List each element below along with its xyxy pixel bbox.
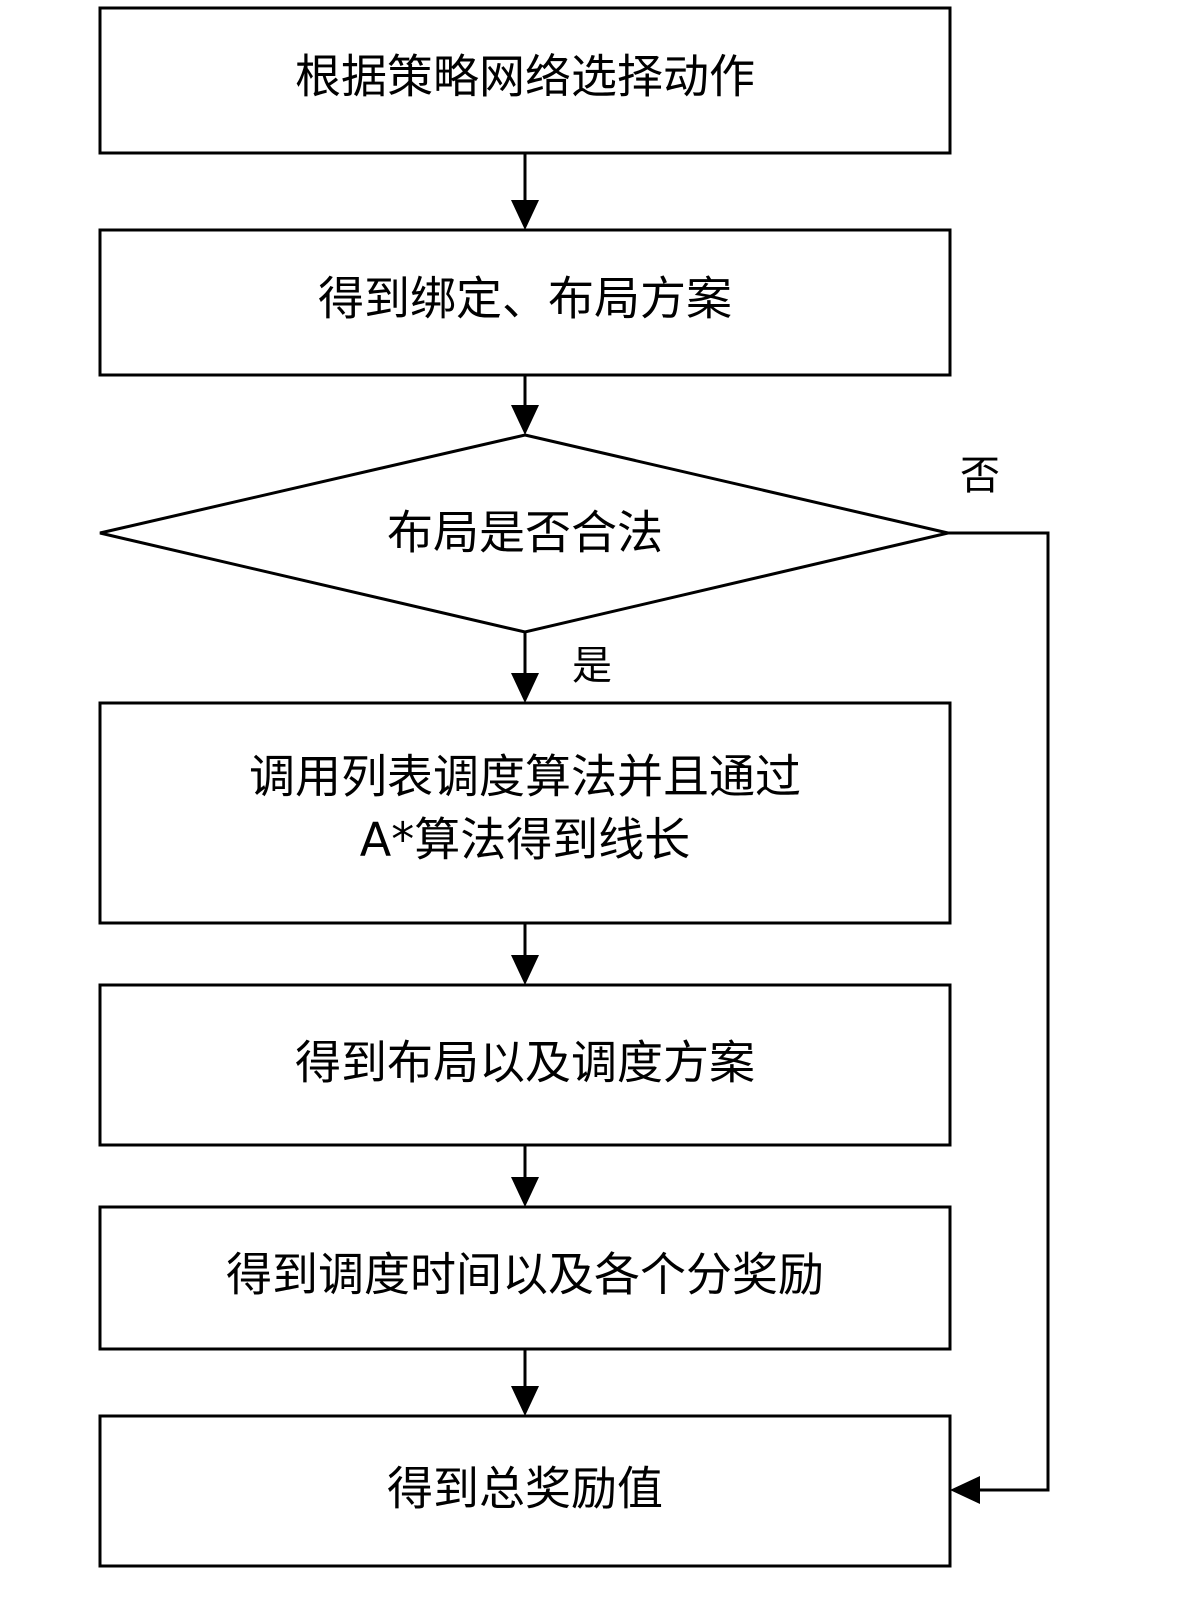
node-binding-layout-text: 得到绑定、布局方案: [318, 272, 732, 326]
node-select-action-text: 根据策略网络选择动作: [295, 50, 755, 104]
arrow-head: [511, 1386, 539, 1416]
edge-no: [948, 531, 1050, 1492]
edge-no-label: 否: [960, 453, 1000, 499]
node-schedule-line2: A*算法得到线长: [360, 813, 690, 867]
arrow-head: [511, 955, 539, 985]
node-layout-schedule-plan: [98, 983, 952, 1147]
node-select-action: [98, 6, 952, 155]
node-total-reward-text: 得到总奖励值: [387, 1462, 663, 1516]
arrow-head: [511, 405, 539, 435]
node-binding-layout: [98, 228, 952, 377]
arrow-head: [511, 673, 539, 703]
arrow-head: [511, 1177, 539, 1207]
node-layout-legal-text: 布局是否合法: [387, 506, 663, 560]
node-layout-schedule-plan-text: 得到布局以及调度方案: [295, 1036, 755, 1090]
node-time-rewards: [98, 1205, 952, 1351]
node-total-reward: [98, 1414, 952, 1568]
edge-yes-label: 是: [572, 643, 612, 689]
node-schedule-algorithm: [98, 701, 952, 925]
arrow-head: [950, 1476, 980, 1504]
node-time-rewards-text: 得到调度时间以及各个分奖励: [226, 1248, 824, 1302]
node-schedule-line1: 调用列表调度算法并且通过: [249, 750, 801, 804]
arrow-head: [511, 200, 539, 230]
